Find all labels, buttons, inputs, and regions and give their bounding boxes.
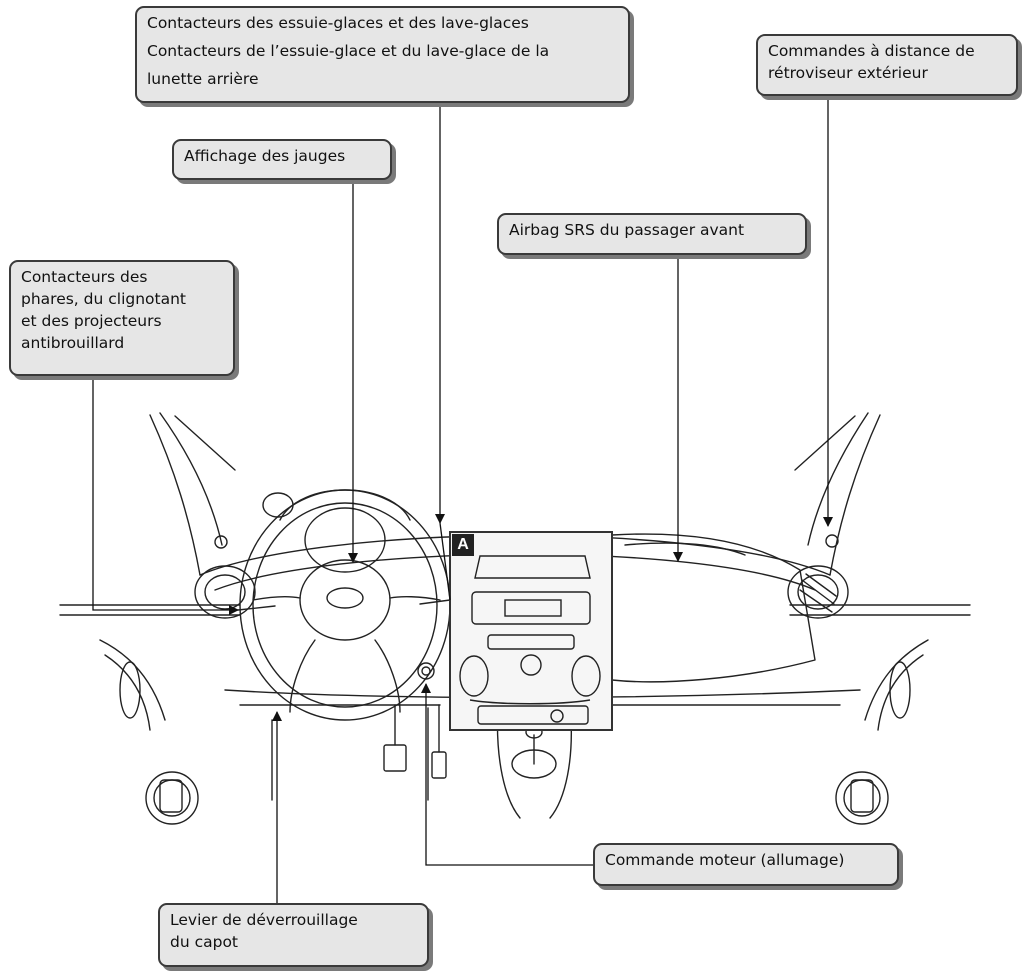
inset-label-a: A (452, 534, 474, 556)
instrument-cluster (304, 507, 386, 573)
callout-line: et des projecteurs (21, 312, 162, 330)
glovebox (611, 533, 816, 683)
left-stalk (237, 605, 276, 611)
leader-headlights (92, 375, 239, 615)
radio-display (504, 599, 562, 617)
left-air-vent (194, 565, 256, 619)
callout-hood-release: Levier de déverrouillage du capot (158, 903, 429, 967)
callout-line: Contacteurs des (21, 268, 148, 286)
left-mirror-knob (214, 535, 228, 549)
callout-line: Airbag SRS du passager avant (509, 221, 745, 239)
accelerator-pedal (431, 751, 447, 779)
climate-knob (520, 654, 542, 676)
callout-line: Levier de déverrouillage (170, 911, 358, 929)
left-a-pillar (149, 414, 201, 576)
leader-engine (421, 683, 594, 866)
callout-line: Contacteurs de l’essuie-glace et du lave… (147, 42, 550, 60)
callout-headlight-switches: Contacteurs des phares, du clignotant et… (9, 260, 235, 376)
callout-line: phares, du clignotant (21, 290, 187, 308)
steering-hub (299, 559, 391, 641)
engine-start-button (417, 662, 435, 680)
callout-line: Affichage des jauges (184, 147, 346, 165)
callout-line: Commandes à distance de (768, 42, 975, 60)
callout-engine-switch: Commande moteur (allumage) (593, 843, 899, 886)
right-air-vent (787, 565, 849, 619)
callout-line: Contacteurs des essuie-glaces et des lav… (147, 14, 529, 32)
callout-line: lunette arrière (147, 70, 259, 88)
right-stalk (419, 599, 451, 605)
inset-a-center-console (449, 531, 613, 731)
right-mirror-knob (825, 534, 839, 548)
steering-wheel (239, 489, 451, 721)
cluster-hood (279, 489, 411, 521)
leader-wipers-tip (439, 522, 451, 601)
callout-wiper-switches: Contacteurs des essuie-glaces et des lav… (135, 6, 630, 103)
brake-pedal (383, 744, 407, 772)
callout-line: rétroviseur extérieur (768, 64, 928, 82)
callout-mirror-controls: Commandes à distance de rétroviseur exté… (756, 34, 1018, 96)
tachometer (262, 492, 294, 518)
steering-logo (326, 587, 364, 609)
callout-line: du capot (170, 933, 239, 951)
callout-gauges: Affichage des jauges (172, 139, 392, 180)
callout-line: Commande moteur (allumage) (605, 851, 845, 869)
passenger-airbag-panel (624, 542, 746, 556)
callout-passenger-airbag: Airbag SRS du passager avant (497, 213, 807, 255)
callout-line: antibrouillard (21, 334, 125, 352)
right-a-pillar (829, 414, 881, 576)
